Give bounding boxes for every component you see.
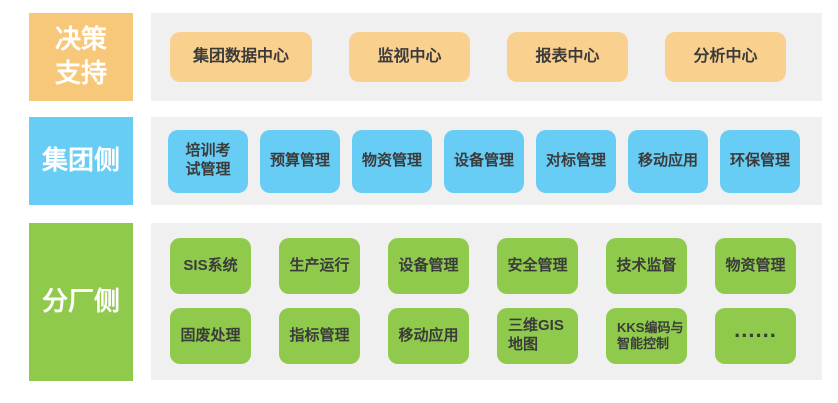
decision-support-panel: 集团数据中心 监视中心 报表中心 分析中心 — [151, 13, 822, 101]
ellipsis-text: ...... — [734, 317, 777, 343]
box-training-exam-mgmt: 培训考 试管理 — [168, 129, 248, 193]
box-tech-supervision: 技术监督 — [606, 238, 687, 294]
box-materials-mgmt-plant: 物资管理 — [715, 238, 796, 294]
box-group-data-center: 集团数据中心 — [170, 32, 312, 82]
box-sis-system: SIS系统 — [170, 238, 251, 294]
group-side-label: 集团侧 — [29, 117, 133, 205]
box-budget-mgmt: 预算管理 — [260, 129, 340, 193]
decision-box-row: 集团数据中心 监视中心 报表中心 分析中心 — [151, 13, 822, 101]
plant-box-row-1: SIS系统 生产运行 设备管理 安全管理 技术监督 物资管理 — [151, 238, 822, 294]
box-environment-mgmt: 环保管理 — [720, 129, 800, 193]
box-kks-coding-control: KKS编码与 智能控制 — [606, 308, 687, 364]
box-solid-waste: 固废处理 — [170, 308, 251, 364]
plant-side-label: 分厂侧 — [29, 223, 133, 381]
box-mobile-app-plant: 移动应用 — [388, 308, 469, 364]
group-box-row: 培训考 试管理 预算管理 物资管理 设备管理 对标管理 移动应用 环保管理 — [151, 117, 822, 205]
box-safety-mgmt: 安全管理 — [497, 238, 578, 294]
box-equipment-mgmt-plant: 设备管理 — [388, 238, 469, 294]
group-side-panel: 培训考 试管理 预算管理 物资管理 设备管理 对标管理 移动应用 环保管理 — [151, 117, 822, 205]
box-mobile-app: 移动应用 — [628, 129, 708, 193]
plant-box-row-2: 固废处理 指标管理 移动应用 三维GIS 地图 KKS编码与 智能控制 ....… — [151, 308, 822, 364]
box-production-operation: 生产运行 — [279, 238, 360, 294]
decision-support-label: 决策 支持 — [29, 13, 133, 101]
box-report-center: 报表中心 — [507, 32, 628, 82]
box-benchmark-mgmt: 对标管理 — [536, 129, 616, 193]
box-3d-gis-map: 三维GIS 地图 — [497, 308, 578, 364]
box-analysis-center: 分析中心 — [665, 32, 786, 82]
box-monitor-center: 监视中心 — [349, 32, 470, 82]
plant-side-panel: SIS系统 生产运行 设备管理 安全管理 技术监督 物资管理 固废处理 指标管理… — [151, 223, 822, 380]
box-materials-mgmt: 物资管理 — [352, 129, 432, 193]
box-equipment-mgmt: 设备管理 — [444, 129, 524, 193]
box-more-ellipsis: ...... — [715, 308, 796, 364]
box-indicator-mgmt: 指标管理 — [279, 308, 360, 364]
